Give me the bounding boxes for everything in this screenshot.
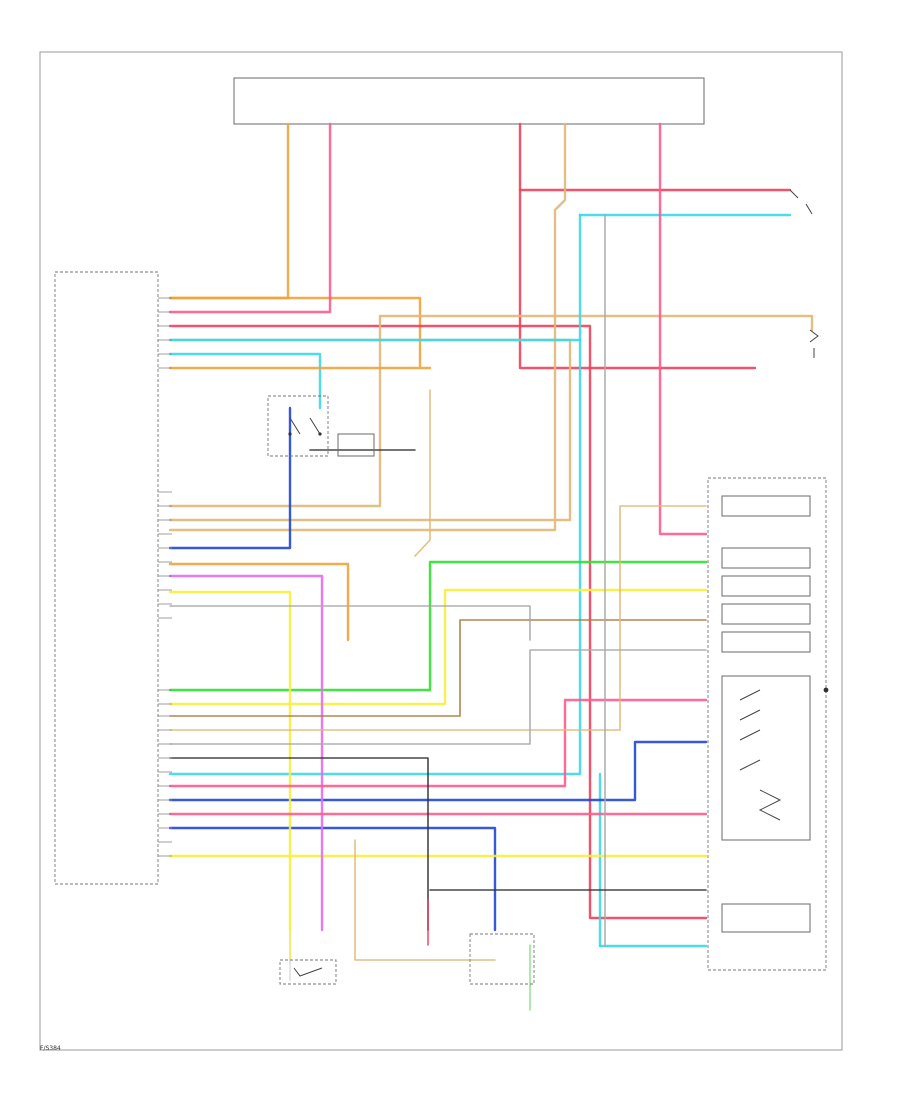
wire-gray-1 [169,649,707,745]
wire-lightblue-1 [168,352,322,410]
connector-icon [293,967,323,977]
diagram-frame [39,51,843,1051]
wire-black-1 [169,757,429,931]
wire-blue-1 [168,406,292,550]
wire-blue-2 [168,826,497,932]
wire-violet-1 [168,574,324,932]
brake-switch-box [267,395,329,457]
vss-connector [279,959,337,985]
pressure-solenoid-box [721,903,811,933]
range-switch-box [721,675,811,841]
wire-tan-3 [168,314,814,508]
range-node [823,687,829,693]
splice-pack [337,433,375,457]
wire-lightblue-3 [168,213,582,776]
wire-pink-4 [658,122,708,536]
footer-code: F/S384 [40,1045,61,1052]
cruise-switch [809,329,819,358]
transmission-block [707,477,829,971]
splice-pack-box [337,433,375,457]
solenoid-d-box [721,603,811,625]
wire-orange-5 [414,389,431,557]
solenoid-a-box [721,495,811,517]
wire-tan-2 [168,122,567,532]
wire-yellow-2 [168,588,708,706]
vss-connector-box [279,959,337,985]
switch-icon [289,417,321,435]
wire-yellow-1 [168,590,292,932]
wire-orange-2 [168,296,422,368]
wire-pink-1 [168,122,332,314]
fuse-block [233,77,705,125]
ground-icon [809,329,819,358]
wire-orange-1 [168,122,290,300]
switch-node-2 [318,432,322,436]
wire-blue-3 [168,740,708,802]
throttle-connector [469,933,535,985]
solenoid-e-box [721,631,811,653]
wire-pink-2 [168,698,708,788]
solenoid-c-box [721,575,811,597]
wire-tan-4 [169,505,707,731]
wire-red-1 [518,122,757,370]
switch-node [288,432,292,436]
switch-icon-2 [789,189,813,215]
wire-gray-2 [169,605,531,641]
fuse-block-box [233,77,705,125]
brake-switch [267,395,329,457]
transmission-block-box [707,477,827,971]
hazard-switch [789,189,813,215]
pcm-module-box [54,271,159,885]
wires [168,122,814,1011]
throttle-connector-box [469,933,535,985]
wire-green-1 [168,560,708,692]
switch-icon-3 [739,689,761,771]
pcm-module [54,271,159,885]
solenoid-b-box [721,547,811,569]
wire-orange-4 [168,562,350,642]
pcm-pin-leads [158,297,172,857]
wire-tan-5 [354,839,496,961]
solenoid-icon [758,789,782,821]
wire-brown-1 [169,619,707,717]
